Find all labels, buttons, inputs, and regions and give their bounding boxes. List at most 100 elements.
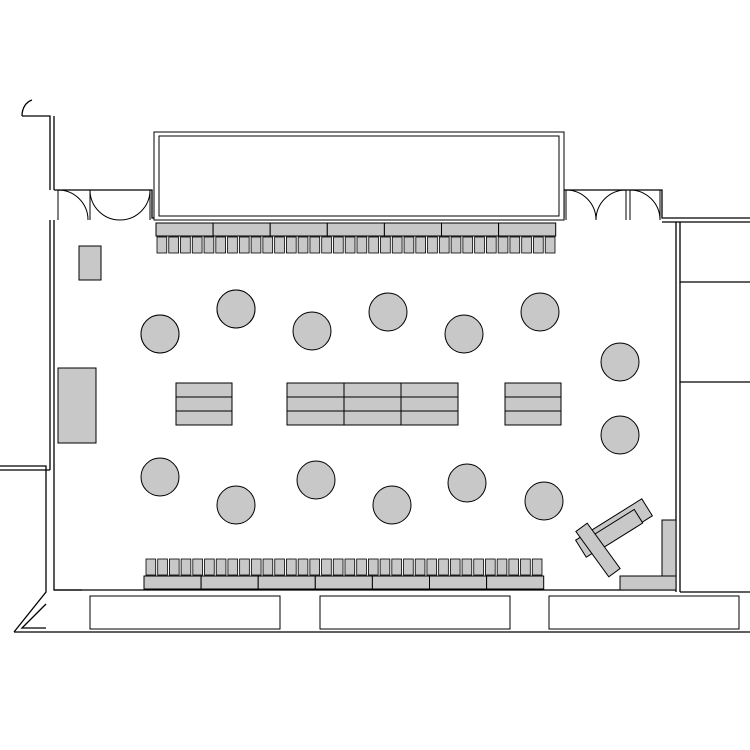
chair xyxy=(415,236,426,254)
chair xyxy=(157,558,168,576)
stage-riser xyxy=(441,222,500,237)
chair xyxy=(462,236,474,254)
chair xyxy=(356,558,367,576)
round-table xyxy=(372,485,412,525)
chair xyxy=(262,558,274,576)
chair xyxy=(274,236,285,254)
stage-riser xyxy=(269,222,328,237)
stage-riser xyxy=(155,222,214,237)
round-tables xyxy=(140,289,640,525)
stage-chairs xyxy=(156,236,556,254)
door-right-1 xyxy=(565,189,627,221)
chair xyxy=(438,558,449,576)
round-table xyxy=(296,460,336,500)
chair xyxy=(461,558,473,576)
cafe-table xyxy=(400,396,459,412)
cafe-table xyxy=(343,396,402,412)
front-riser xyxy=(486,575,545,590)
chair xyxy=(427,236,438,254)
stage-inner xyxy=(158,135,560,217)
cafe-table xyxy=(400,382,459,398)
chair xyxy=(332,558,344,576)
chair xyxy=(156,236,168,254)
chair xyxy=(215,236,226,254)
chair xyxy=(297,236,309,254)
cafe-table xyxy=(286,396,345,412)
corner-counter-vertical xyxy=(661,519,677,577)
chair xyxy=(438,236,450,254)
wall-stub-top-left xyxy=(21,99,33,117)
chair xyxy=(544,236,556,254)
chair xyxy=(286,558,297,576)
round-table xyxy=(600,342,640,382)
chair xyxy=(238,236,250,254)
chair xyxy=(403,236,415,254)
bottom-wall-upper xyxy=(54,589,750,593)
chair xyxy=(145,558,157,576)
top-wall-left xyxy=(54,189,158,219)
chair xyxy=(368,236,379,254)
cafe-table xyxy=(175,396,233,412)
chair xyxy=(191,236,203,254)
chair xyxy=(262,236,274,254)
chair xyxy=(344,236,356,254)
chair xyxy=(473,558,484,576)
stage-riser xyxy=(498,222,557,237)
chair xyxy=(449,558,461,576)
corner-counter-horizontal xyxy=(619,575,677,591)
chair xyxy=(239,558,250,576)
chair xyxy=(533,236,544,254)
chair xyxy=(485,558,496,576)
chair xyxy=(391,236,403,254)
chair xyxy=(169,558,180,576)
chair xyxy=(520,558,531,576)
chair xyxy=(379,558,391,576)
buffet-table xyxy=(57,367,97,444)
stage-riser xyxy=(383,222,442,237)
top-wall-right xyxy=(558,189,750,219)
chair xyxy=(286,236,297,254)
chair xyxy=(403,558,414,576)
round-table xyxy=(447,463,487,503)
podium xyxy=(78,245,102,281)
chair xyxy=(391,558,402,576)
planter-box-center xyxy=(319,595,511,630)
round-table xyxy=(524,481,564,521)
chair xyxy=(344,558,356,576)
chair xyxy=(203,236,215,254)
planter-box-left xyxy=(89,595,281,630)
chair xyxy=(227,558,239,576)
doors xyxy=(57,189,661,221)
cafe-table xyxy=(343,382,402,398)
chair xyxy=(192,558,203,576)
corner-sofa xyxy=(574,498,654,578)
front-riser xyxy=(371,575,430,590)
chair xyxy=(168,236,179,254)
chair xyxy=(509,236,521,254)
door-left-2 xyxy=(89,189,151,221)
cafe-table xyxy=(175,410,233,426)
chair xyxy=(496,558,508,576)
front-riser xyxy=(200,575,259,590)
cafe-table xyxy=(343,410,402,426)
bottom-wall-left-corner xyxy=(20,603,47,629)
cafe-table xyxy=(504,396,562,412)
door-left-1 xyxy=(57,189,89,221)
chair xyxy=(274,558,285,576)
sofa-arm xyxy=(575,522,621,578)
front-riser xyxy=(429,575,488,590)
chair xyxy=(508,558,519,576)
front-riser xyxy=(143,575,202,590)
chair xyxy=(414,558,426,576)
planter-box-right xyxy=(548,595,740,630)
chair xyxy=(309,558,320,576)
left-inner-wall xyxy=(53,116,82,591)
cafe-tables xyxy=(175,382,562,426)
right-wall xyxy=(675,222,750,592)
chair xyxy=(250,236,262,254)
chair xyxy=(321,236,332,254)
chair xyxy=(227,236,238,254)
chair xyxy=(333,236,344,254)
chair xyxy=(356,236,368,254)
